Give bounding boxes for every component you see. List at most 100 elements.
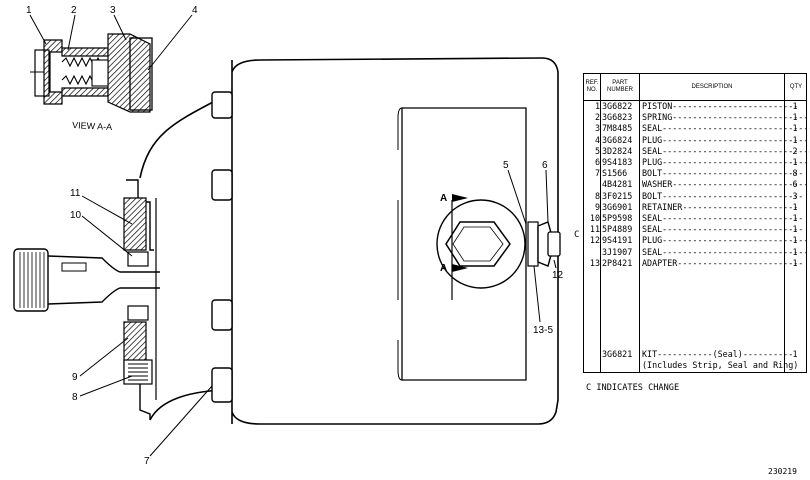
- row-ref-no: 10: [589, 213, 600, 223]
- header-description: DESCRIPTION: [691, 83, 733, 90]
- row-description: SEAL----------------------------: [642, 213, 804, 223]
- callout-9: 9: [72, 372, 78, 383]
- parts-row: 3J1907 SEAL-----------------------------1: [584, 246, 809, 259]
- row-qty: 6: [792, 179, 798, 190]
- input-shaft: [13, 197, 160, 400]
- callout-10: 10: [70, 210, 82, 221]
- row-qty: 1: [792, 246, 798, 257]
- row-ref-no: 3: [594, 123, 600, 134]
- row-ref-no: 13: [589, 257, 600, 268]
- row-ref-no: 6: [594, 157, 600, 167]
- row-qty: 1: [792, 224, 798, 235]
- row-qty: 3: [792, 190, 798, 201]
- callout-4: 4: [192, 5, 198, 16]
- row-ref-no: 12: [589, 235, 600, 246]
- row-description: ADAPTER-------------------------: [642, 257, 804, 268]
- view-a-a-detail: VIEW A-A: [30, 33, 153, 132]
- header-ref-no: REF. NO.: [585, 80, 599, 93]
- row-part-number: 5P9598: [602, 213, 633, 223]
- row-ref-no: 8: [594, 190, 600, 201]
- row-description: PLUG-----------------------------: [642, 235, 809, 246]
- row-part-number: 2P8421: [602, 257, 633, 268]
- callout-6: 6: [542, 160, 548, 171]
- row-description: BOLT----------------------------: [642, 168, 804, 179]
- row-part-number: S1566: [602, 168, 628, 179]
- change-indicator: C: [574, 230, 580, 240]
- row-part-number: 5P4889: [602, 224, 633, 235]
- row-description: PISTON-------------------------: [642, 101, 799, 111]
- callout-11: 11: [70, 188, 81, 199]
- row-ref-no: 5: [594, 145, 600, 156]
- callout-3: 3: [110, 5, 116, 16]
- row-qty: 8: [792, 168, 798, 179]
- row-description: SPRING---------------------------: [642, 112, 809, 123]
- row-description: RETAINER-----------------------: [642, 201, 799, 212]
- row-part-number: 3G6822: [602, 101, 633, 111]
- row-description: SEAL------------------------------: [642, 123, 810, 134]
- row-part-number: 3D2824: [602, 145, 633, 156]
- row-part-number: 9S4183: [602, 157, 633, 167]
- kit-note-row: (Includes Strip, Seal and Ring): [584, 361, 808, 372]
- view-label: VIEW A-A: [72, 120, 112, 132]
- kit-part-number: 3G6821: [602, 349, 633, 359]
- row-qty: 1: [792, 235, 798, 246]
- row-qty: 2: [792, 145, 798, 156]
- row-part-number: 3J1907: [602, 246, 633, 257]
- kit-description: KIT-----------(Seal)----------: [642, 349, 794, 359]
- row-ref-no: 7: [594, 168, 600, 179]
- row-part-number: 3F0215: [602, 190, 633, 201]
- callout-2: 2: [71, 5, 77, 16]
- callout-5: 5: [503, 160, 509, 171]
- section-mark-bottom: A: [440, 263, 447, 274]
- row-ref-no: 2: [594, 112, 600, 123]
- leader-lines: [29, 14, 557, 457]
- row-description: SEAL------------------------------: [642, 145, 810, 156]
- pump-housing: A A: [126, 57, 561, 425]
- row-qty: 1: [792, 257, 798, 268]
- row-description: PLUG-----------------------------: [642, 134, 809, 145]
- drawing-number: 230219: [768, 467, 797, 476]
- row-ref-no: 1: [594, 101, 600, 111]
- row-ref-no: 9: [594, 201, 600, 212]
- kit-row: 3G6821 KIT-----------(Seal)---------- 1: [584, 350, 808, 361]
- row-part-number: 3G6823: [602, 112, 633, 123]
- callout-13-5: 13-5: [533, 325, 553, 336]
- row-qty: 1: [792, 123, 798, 134]
- header-part-number: PART NUMBER: [606, 80, 633, 93]
- header-qty: QTY: [789, 83, 803, 90]
- row-qty: 1: [792, 112, 798, 123]
- callout-7: 7: [144, 456, 150, 467]
- row-qty: 1: [792, 157, 798, 167]
- row-description: WASHER---------------------------: [642, 179, 809, 190]
- row-part-number: 9S4191: [602, 235, 633, 246]
- row-qty: 1: [792, 201, 798, 212]
- row-description: SEAL-----------------------------: [642, 246, 809, 257]
- parts-table-header: REF. NO. PART NUMBER DESCRIPTION QTY: [584, 74, 806, 101]
- row-qty: 1: [792, 213, 798, 223]
- row-ref-no: 11: [589, 224, 600, 235]
- row-description: BOLT----------------------------: [642, 190, 804, 201]
- row-part-number: 4B4281: [602, 179, 633, 190]
- callout-12: 12: [552, 270, 564, 281]
- kit-note: (Includes Strip, Seal and Ring): [642, 360, 799, 370]
- row-qty: 1: [792, 101, 798, 111]
- row-ref-no: 4: [594, 134, 600, 145]
- row-description: SEAL----------------------------: [642, 224, 804, 235]
- changes-note: C INDICATES CHANGE: [586, 383, 680, 393]
- row-part-number: 3G6824: [602, 134, 633, 145]
- callout-1: 1: [26, 5, 32, 16]
- callout-8: 8: [72, 392, 78, 403]
